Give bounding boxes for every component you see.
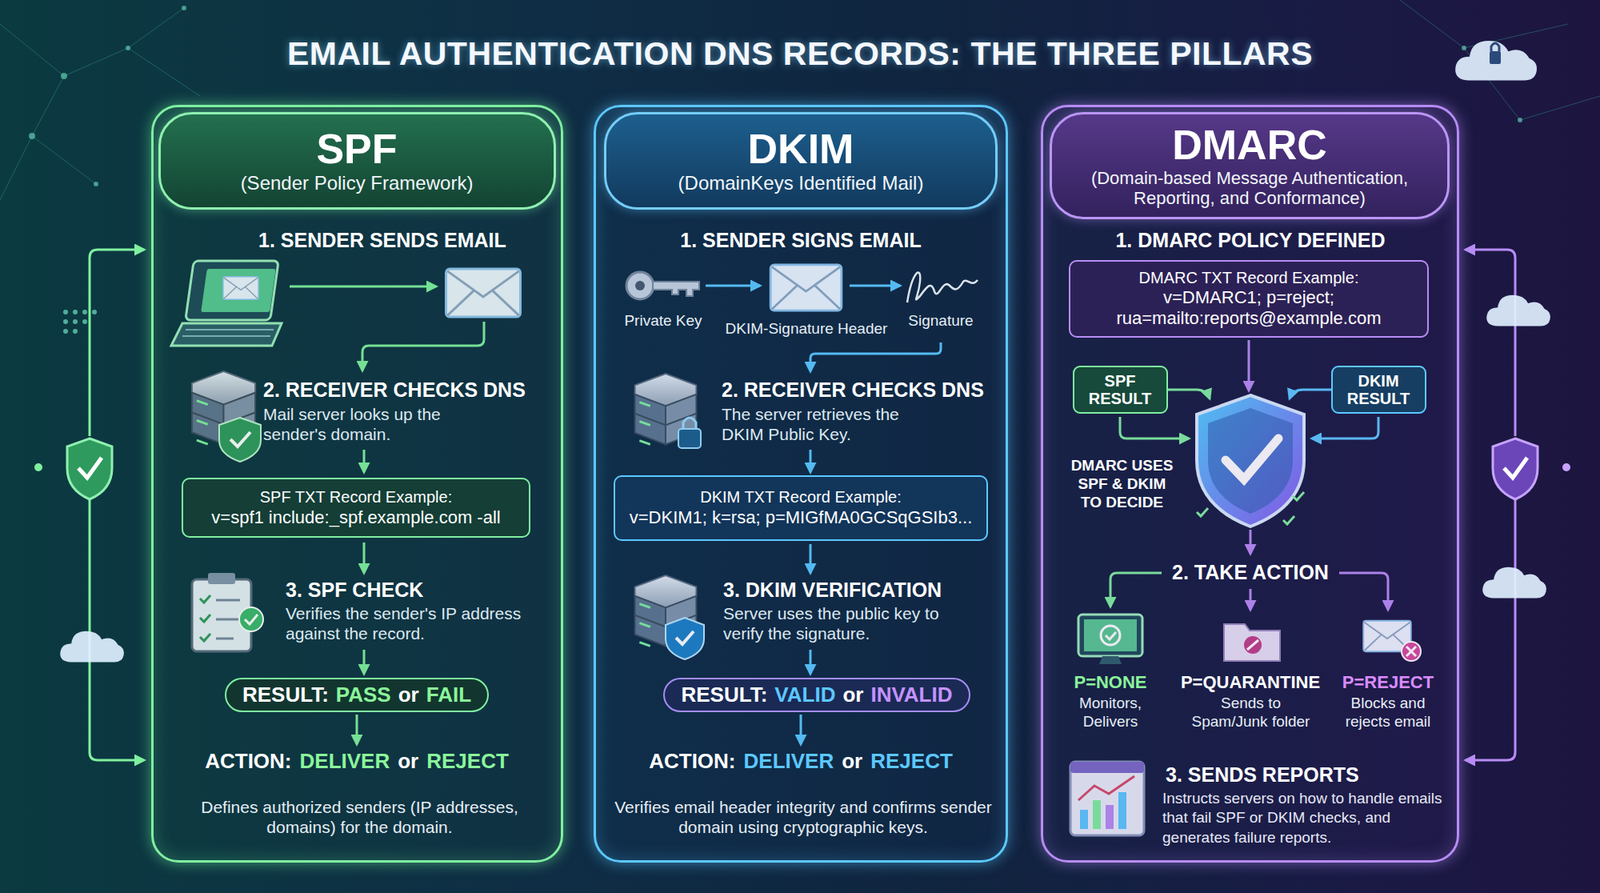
label-group: ACTION: DELIVERor REJECT — [601, 748, 1000, 774]
dns-record-box: SPF TXT Record Example:v=spf1 include:_s… — [181, 477, 531, 538]
diagram-title: EMAIL AUTHENTICATION DNS RECORDS: THE TH… — [0, 35, 1600, 73]
node-text: or — [398, 682, 420, 708]
label-group: Server uses the public key to verify the… — [723, 603, 980, 644]
pillar-header: DMARC(Domain-based Message Authenticatio… — [1049, 112, 1450, 220]
label-group: 3. SPF CHECK — [285, 577, 550, 602]
label-text: or — [397, 748, 419, 774]
label-group: Blocks and rejects email — [1328, 694, 1448, 732]
node-text: SPF TXT Record Example: — [260, 487, 452, 507]
label-group: Monitors, Delivers — [1054, 694, 1167, 732]
node-text: (DomainKeys Identified Mail) — [678, 172, 924, 196]
node-text: or — [842, 682, 864, 708]
panel-text: Defines authorized senders (IP addresses… — [169, 796, 550, 837]
label-text: Server uses the public key to verify the… — [723, 603, 980, 644]
result-pill: RESULT: PASSorFAIL — [224, 677, 489, 712]
label-group: The server retrieves the DKIM Public Key… — [721, 404, 938, 444]
node-text: SPF RESULT — [1082, 372, 1159, 408]
label-text: The server retrieves the DKIM Public Key… — [721, 404, 938, 444]
label-text: Signature — [892, 312, 989, 331]
pillar-header: SPF(Sender Policy Framework) — [158, 112, 556, 210]
label-text: P=REJECT — [1332, 672, 1444, 693]
label-group: 2. TAKE ACTION — [1166, 560, 1335, 584]
label-group: DMARC USES SPF & DKIM TO DECIDE — [1068, 456, 1176, 512]
node-text: INVALID — [870, 682, 952, 708]
label-text: P=NONE — [1054, 672, 1167, 693]
label-text: Verifies the sender's IP address against… — [285, 603, 526, 644]
label-text: Sends to Spam/Junk folder — [1188, 694, 1313, 732]
panel-text: Instructs servers on how to handle email… — [1162, 788, 1452, 848]
label-group: 2. RECEIVER CHECKS DNS — [263, 377, 560, 402]
label-text: 2. RECEIVER CHECKS DNS — [263, 377, 560, 402]
pillar-header: DKIM(DomainKeys Identified Mail) — [604, 112, 998, 210]
node-text: DKIM — [748, 126, 855, 172]
pillar-panel: Defines authorized senders (IP addresses… — [151, 104, 564, 863]
label-text: DKIM-Signature Header — [718, 320, 895, 339]
node-text: DKIM RESULT — [1340, 372, 1417, 408]
node-text: SPF — [316, 126, 397, 172]
label-group: 1. DMARC POLICY DEFINED — [1090, 228, 1411, 252]
label-group: 2. RECEIVER CHECKS DNS — [721, 377, 994, 402]
label-text: DELIVER — [300, 748, 391, 774]
label-text: 2. TAKE ACTION — [1166, 560, 1335, 584]
label-group: 1. SENDER SENDS EMAIL — [258, 228, 563, 252]
label-text: ACTION: — [648, 748, 736, 774]
label-text: 3. DKIM VERIFICATION — [723, 577, 996, 602]
dns-record-box: DMARC TXT Record Example:v=DMARC1; p=rej… — [1068, 260, 1429, 338]
label-text: P=QUARANTINE — [1178, 672, 1323, 693]
label-text: 2. RECEIVER CHECKS DNS — [721, 377, 994, 402]
label-text: 1. SENDER SENDS EMAIL — [258, 228, 563, 252]
node-text: (Domain-based Message Authentication, Re… — [1069, 168, 1430, 209]
node-text: v=DMARC1; p=reject; rua=mailto:reports@e… — [1084, 287, 1413, 330]
panel-text: 3. SENDS REPORTS — [1165, 762, 1454, 787]
label-group: Verifies the sender's IP address against… — [285, 603, 526, 644]
node-text: DMARC TXT Record Example: — [1139, 268, 1360, 288]
label-text: Private Key — [615, 312, 712, 331]
label-group: Sends to Spam/Junk folder — [1188, 694, 1313, 732]
node-text: VALID — [774, 682, 836, 708]
node-text: DMARC — [1172, 122, 1328, 168]
node-text: v=spf1 include:_spf.example.com -all — [211, 506, 500, 529]
label-text: 1. SENDER SIGNS EMAIL — [640, 228, 961, 252]
label-group: P=QUARANTINE — [1178, 672, 1323, 693]
panel-text: Verifies email header integrity and conf… — [604, 796, 1003, 837]
result-pill: RESULT:VALIDorINVALID — [663, 677, 970, 712]
label-group: 1. SENDER SIGNS EMAIL — [640, 228, 961, 252]
node-text: DKIM TXT Record Example: — [700, 487, 902, 507]
node-text: RESULT: — [680, 682, 768, 708]
label-group: P=NONE — [1054, 672, 1167, 693]
label-text: or — [841, 748, 863, 774]
label-text: REJECT — [426, 748, 509, 774]
label-group: Private Key — [615, 312, 712, 331]
dns-record-box: DKIM TXT Record Example:v=DKIM1; k=rsa; … — [613, 475, 989, 541]
label-group: Signature — [892, 312, 989, 331]
label-group: ACTION: DELIVERor REJECT — [160, 748, 554, 774]
label-text: DMARC USES SPF & DKIM TO DECIDE — [1068, 456, 1176, 512]
label-text: Mail server looks up the sender's domain… — [263, 404, 476, 444]
label-text: 1. DMARC POLICY DEFINED — [1090, 228, 1411, 252]
result-box: SPF RESULT — [1072, 365, 1168, 414]
label-text: Blocks and rejects email — [1328, 694, 1448, 732]
label-text: 3. SPF CHECK — [285, 577, 550, 602]
label-group: P=REJECT — [1332, 672, 1444, 693]
node-text: RESULT: — [242, 682, 329, 708]
label-group: Mail server looks up the sender's domain… — [263, 404, 476, 444]
result-box: DKIM RESULT — [1331, 365, 1427, 414]
label-text: ACTION: — [204, 748, 292, 774]
pillar-panel: Verifies email header integrity and conf… — [593, 104, 1008, 863]
label-text: DELIVER — [744, 748, 835, 774]
node-text: PASS — [336, 682, 392, 708]
label-group: 3. DKIM VERIFICATION — [723, 577, 996, 602]
label-text: REJECT — [870, 748, 953, 774]
node-text: FAIL — [426, 682, 472, 708]
label-text: Monitors, Delivers — [1054, 694, 1167, 732]
node-text: (Sender Policy Framework) — [240, 172, 474, 196]
label-group: DKIM-Signature Header — [718, 320, 895, 339]
node-text: v=DKIM1; k=rsa; p=MIGfMA0GCSqGSIb3... — [629, 506, 973, 529]
